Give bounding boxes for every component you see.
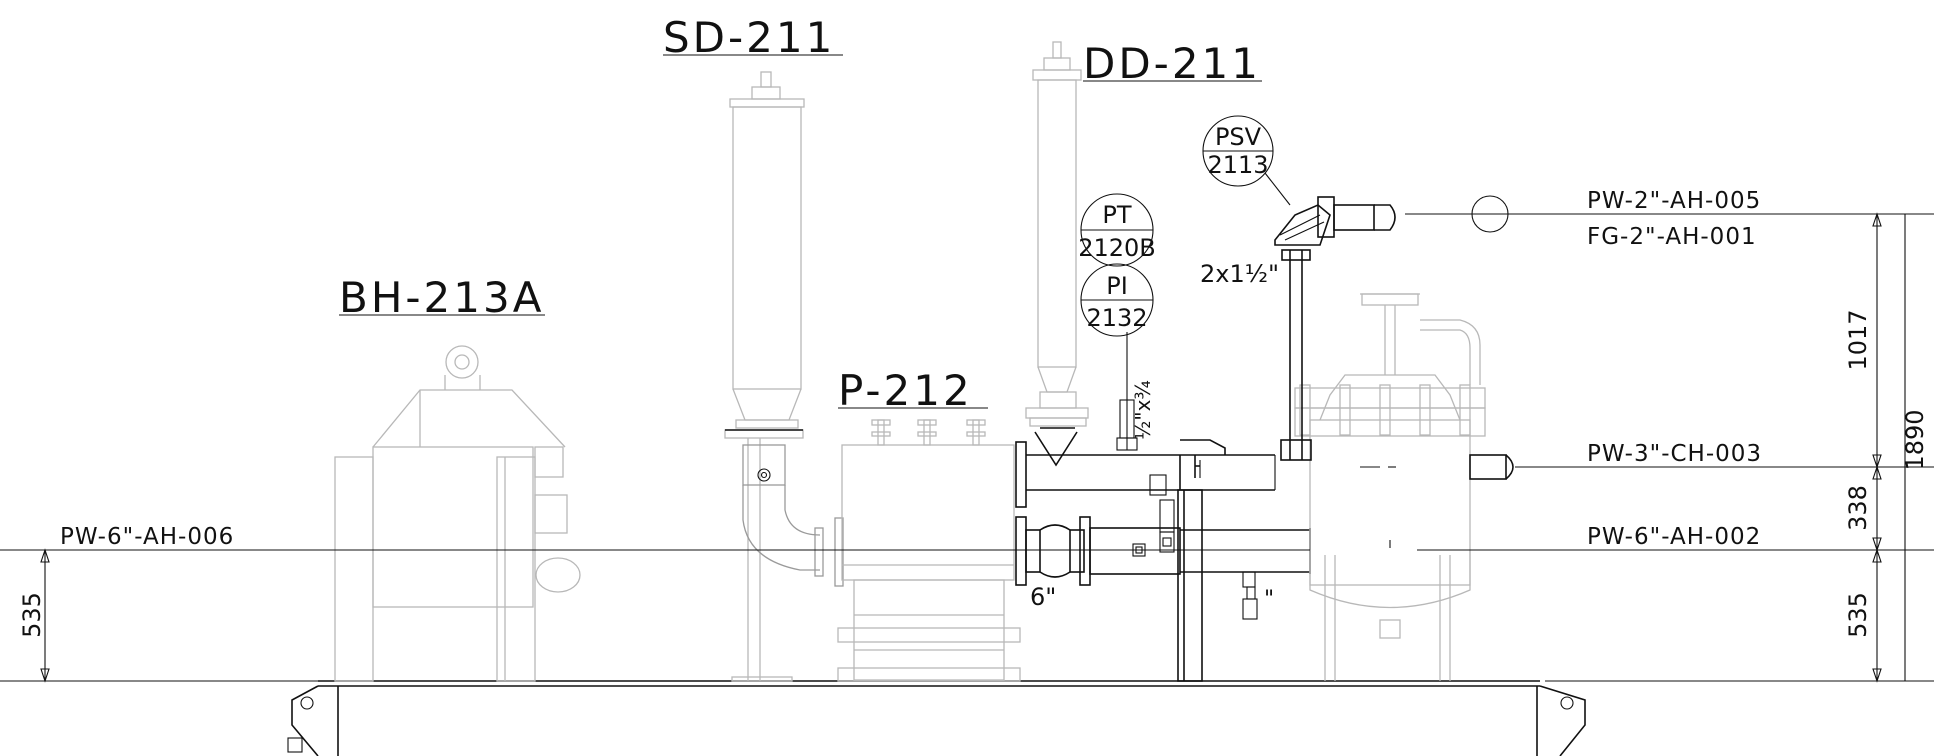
line-fg-2-ah-001: FG-2"-AH-001 <box>1587 224 1757 250</box>
discharge-piping <box>1015 439 1311 682</box>
dimension-lines <box>40 212 1906 683</box>
inlet-size-callout: 6" <box>1030 583 1056 611</box>
bh-213a-tag: BH-213A <box>339 273 544 322</box>
p-212-pump <box>837 419 1021 682</box>
process-lines <box>0 172 1934 682</box>
pt-2120b-bubble: PT 2120B <box>1078 193 1156 267</box>
psv-2113-bubble: PSV 2113 <box>1202 115 1274 187</box>
gauge-tubing <box>1116 332 1138 451</box>
basket-strainer <box>1294 293 1514 681</box>
dd-211-dampener <box>1025 41 1089 467</box>
psv-tag: PSV <box>1215 123 1262 151</box>
line-pw-3-ch-003: PW-3"-CH-003 <box>1587 441 1762 467</box>
line-pw-6-ah-006: PW-6"-AH-006 <box>60 524 234 550</box>
line-pw-6-ah-002: PW-6"-AH-002 <box>1587 524 1761 550</box>
sd-211-tag: SD-211 <box>663 13 835 62</box>
dim-338: 338 <box>1844 485 1872 531</box>
pt-number: 2120B <box>1078 234 1156 262</box>
pi-tag: PI <box>1106 272 1128 300</box>
dim-1017: 1017 <box>1844 309 1872 370</box>
bh-213a-blower <box>334 345 581 682</box>
sd-211-dampener <box>724 71 805 682</box>
pt-tag: PT <box>1102 201 1131 229</box>
skid-base <box>287 680 1586 756</box>
pump-studs <box>871 419 986 446</box>
dim-535-left: 535 <box>18 592 46 638</box>
pi-2132-bubble: PI 2132 <box>1080 263 1154 337</box>
p-212-tag: P-212 <box>838 366 973 415</box>
psv-riser <box>1274 196 1396 461</box>
dim-535-right: 535 <box>1844 592 1872 638</box>
suction-elbow <box>742 444 844 587</box>
gauge-size-callout: ½"x¾ <box>1131 380 1155 440</box>
psv-size-callout: 2x1½" <box>1200 260 1279 288</box>
dd-211-tag: DD-211 <box>1083 39 1261 88</box>
drain-size-callout: " <box>1264 587 1274 612</box>
psv-number: 2113 <box>1207 151 1268 179</box>
line-pw-2-ah-005: PW-2"-AH-005 <box>1587 188 1761 214</box>
strainer-bolts <box>1299 384 1471 436</box>
dim-1890: 1890 <box>1901 409 1929 470</box>
pi-number: 2132 <box>1086 304 1147 332</box>
